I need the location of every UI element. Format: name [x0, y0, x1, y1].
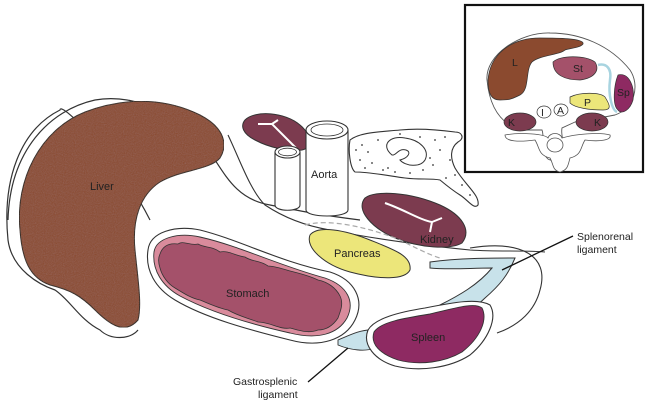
- kidney-hilum: [384, 202, 443, 233]
- aorta-cylinder: [305, 120, 349, 217]
- splenorenal-callout-line: [501, 235, 574, 271]
- pancreas-label: Pancreas: [334, 248, 381, 260]
- inset-cross-section: L St Sp P I A K K: [463, 3, 645, 174]
- spleen-label: Spleen: [411, 332, 445, 344]
- stomach-mucosa: [158, 242, 343, 333]
- splenorenal-label-line1: Splenorenal: [577, 231, 633, 243]
- pancreas: [308, 229, 411, 279]
- inset-kidney-right-label: K: [594, 117, 601, 129]
- spleen: [372, 305, 485, 364]
- kidney-label: Kidney: [420, 234, 454, 246]
- inset-pancreas: [569, 92, 610, 111]
- inset-spleen: [613, 74, 634, 113]
- liver: [18, 100, 225, 328]
- inset-ivc-label: I: [541, 107, 544, 119]
- ivc-cylinder: [274, 145, 301, 211]
- inset-aorta-label: A: [557, 105, 564, 117]
- gastrosplenic-label-line2: ligament: [258, 389, 298, 401]
- inset-kidney-left: [503, 112, 537, 132]
- gastrosplenic-label-line1: Gastrosplenic: [233, 376, 297, 388]
- kidney-upper-hilum: [258, 119, 297, 149]
- splenorenal-label-line2: ligament: [577, 244, 617, 256]
- inset-kidney-right: [575, 112, 609, 132]
- vertebra: [348, 128, 479, 207]
- abdominal-wall-right: [469, 245, 543, 334]
- inset-liver: [487, 37, 584, 101]
- inset-kidney-left-label: K: [508, 117, 515, 129]
- inset-stomach-label: St: [573, 63, 583, 75]
- liver-label: Liver: [90, 181, 114, 193]
- kidney-upper: [242, 113, 310, 151]
- aorta-label: Aorta: [311, 169, 338, 181]
- inset-spleen-label: Sp: [617, 87, 630, 99]
- kidney: [361, 192, 467, 248]
- gastrosplenic-callout-line: [307, 347, 349, 383]
- inset-pancreas-label: P: [584, 97, 591, 109]
- inset-liver-label: L: [512, 57, 518, 69]
- retroperitoneum-dashed: [304, 222, 441, 259]
- stomach-label: Stomach: [226, 288, 269, 300]
- inset-stomach: [552, 56, 598, 81]
